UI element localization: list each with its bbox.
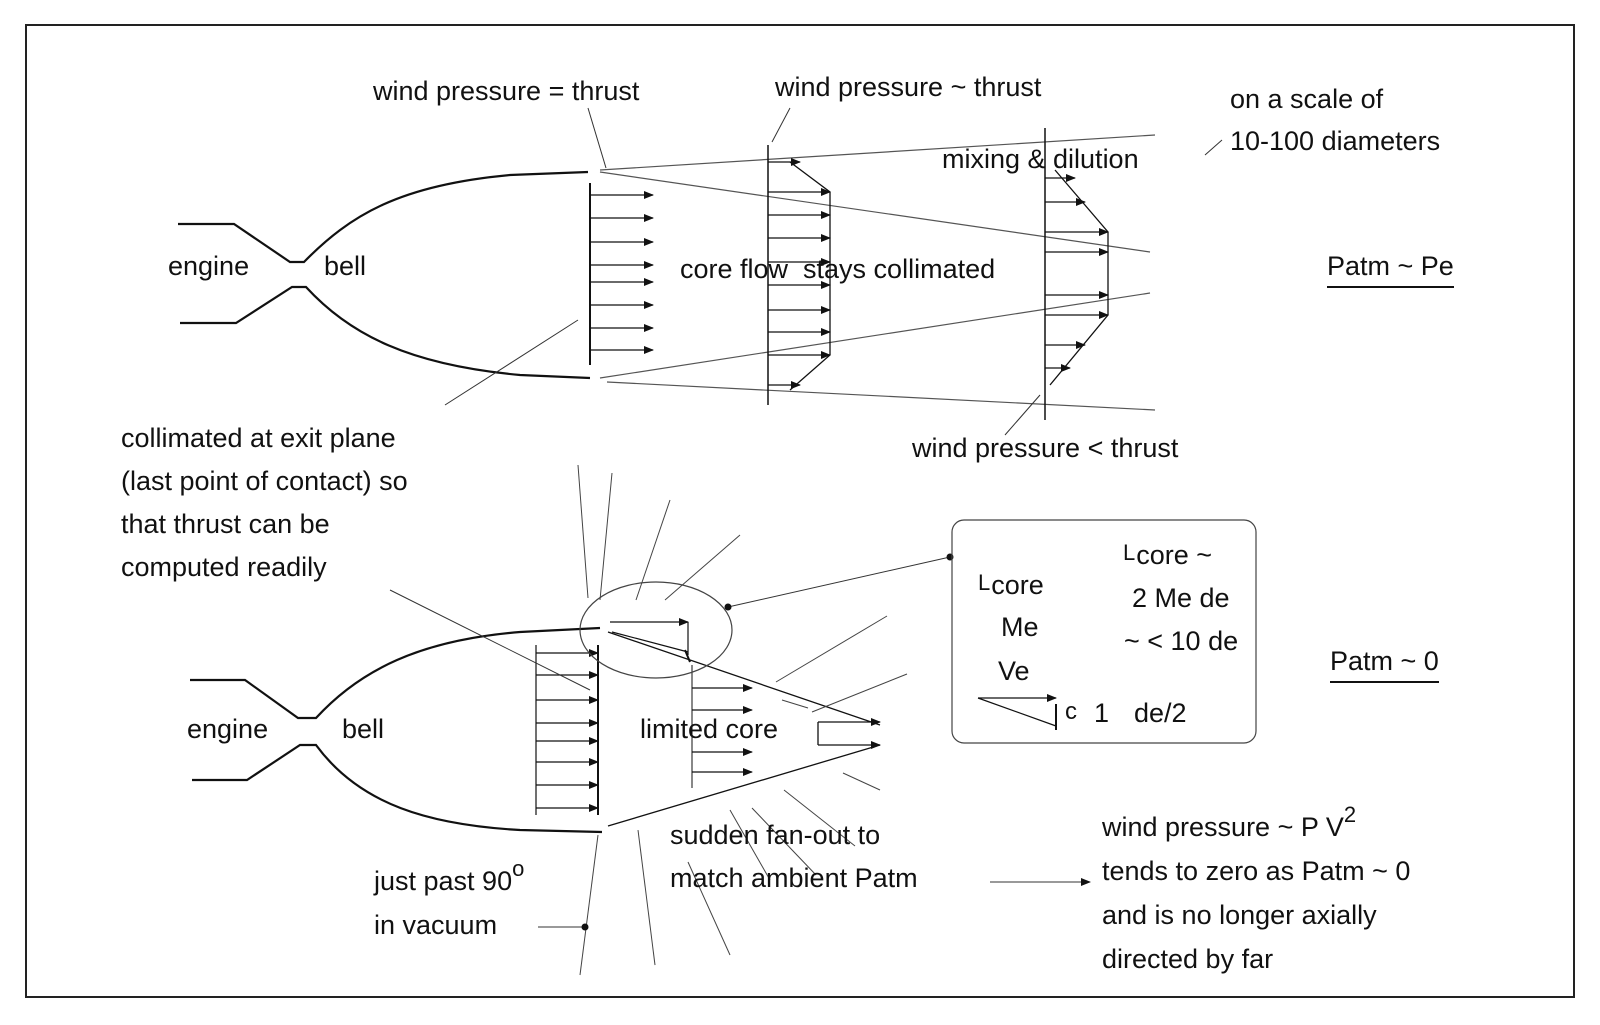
inset-lcore-label: Lcore: [978, 570, 1044, 600]
lip-detail-ellipse: [579, 581, 733, 679]
top-core-lower: [599, 292, 1151, 379]
top-nozzle-upper-wall: [178, 170, 589, 264]
directed-by-far-label: directed by far: [1102, 944, 1274, 974]
top-plume-boundary: [599, 134, 1156, 411]
lip-detail: [579, 581, 733, 679]
top-nozzle: [178, 170, 591, 380]
top-exit-velocity-profile: [589, 183, 654, 365]
patm-zero-label: Patm ~ 0: [1330, 648, 1439, 683]
just-past-90-label: just past 90o: [374, 856, 525, 896]
inset-10-de-label: ~ < 10 de: [1124, 626, 1239, 656]
fan-out-rays: [577, 464, 908, 976]
bottom-nozzle-upper-wall: [190, 626, 601, 720]
top-downstream-velocity-profile: [1044, 128, 1109, 420]
inset-lcore-eq-label: Lcore ~: [1123, 540, 1213, 570]
fan-out-label-line2: match ambient Patm: [670, 863, 918, 893]
note-line2: (last point of contact) so: [121, 466, 408, 496]
mixing-dilution-label: mixing & dilution: [942, 144, 1139, 174]
top-engine-label: engine: [168, 251, 250, 281]
top-middle-velocity-profile: [767, 145, 831, 405]
limited-core-label: limited core: [640, 714, 779, 744]
tends-to-zero-label: tends to zero as Patm ~ 0: [1102, 856, 1411, 886]
inset-me-label: Me: [1001, 612, 1039, 642]
bottom-exit-velocity-profile: [535, 645, 599, 815]
inset-box: [951, 519, 1257, 744]
inset-one-label: 1: [1094, 698, 1110, 728]
bottom-leader-lines: [389, 556, 1091, 928]
bottom-nozzle-lower-wall: [192, 743, 603, 834]
vacuum-pointer-dot: [581, 923, 589, 931]
in-vacuum-label: in vacuum: [374, 910, 498, 940]
diagram-frame: [25, 24, 1575, 998]
bottom-bell-label: bell: [342, 714, 385, 744]
ellipse-pointer-dot: [724, 603, 732, 611]
wind-pressure-approx-thrust-label: wind pressure ~ thrust: [775, 72, 1042, 102]
inset-2-me-de-label: 2 Me de: [1132, 583, 1230, 613]
wind-pressure-less-thrust-label: wind pressure < thrust: [912, 433, 1179, 463]
inset-de-half-label: de/2: [1134, 698, 1187, 728]
top-leader-lines: [444, 107, 1223, 436]
note-line1: collimated at exit plane: [121, 423, 396, 453]
inset-lip-sketch: [977, 694, 1057, 730]
fan-out-label-line1: sudden fan-out to: [670, 820, 881, 850]
inset-ve-label: Ve: [998, 656, 1030, 686]
inset-c-label: c: [1065, 698, 1077, 725]
no-longer-axial-label: and is no longer axially: [1102, 900, 1377, 930]
core-flow-label: core flow stays collimated: [680, 254, 996, 284]
scale-label-line2: 10-100 diameters: [1230, 126, 1441, 156]
wind-pressure-equals-thrust-label: wind pressure = thrust: [373, 76, 640, 106]
note-line4: computed readily: [121, 552, 327, 582]
bottom-engine-label: engine: [187, 714, 269, 744]
top-nozzle-lower-wall: [180, 285, 591, 380]
patm-pe-label: Patm ~ Pe: [1327, 253, 1454, 288]
top-core-upper: [599, 171, 1151, 253]
top-bell-label: bell: [324, 251, 367, 281]
bottom-nozzle: [190, 626, 603, 834]
note-line3: that thrust can be: [121, 509, 330, 539]
bottom-limited-core: [607, 631, 881, 827]
top-plume-outer-upper: [599, 134, 1156, 171]
top-plume-outer-lower: [606, 381, 1156, 411]
wind-pressure-pv2-label: wind pressure ~ P V2: [1102, 802, 1357, 842]
scale-label-line1: on a scale of: [1230, 84, 1384, 114]
